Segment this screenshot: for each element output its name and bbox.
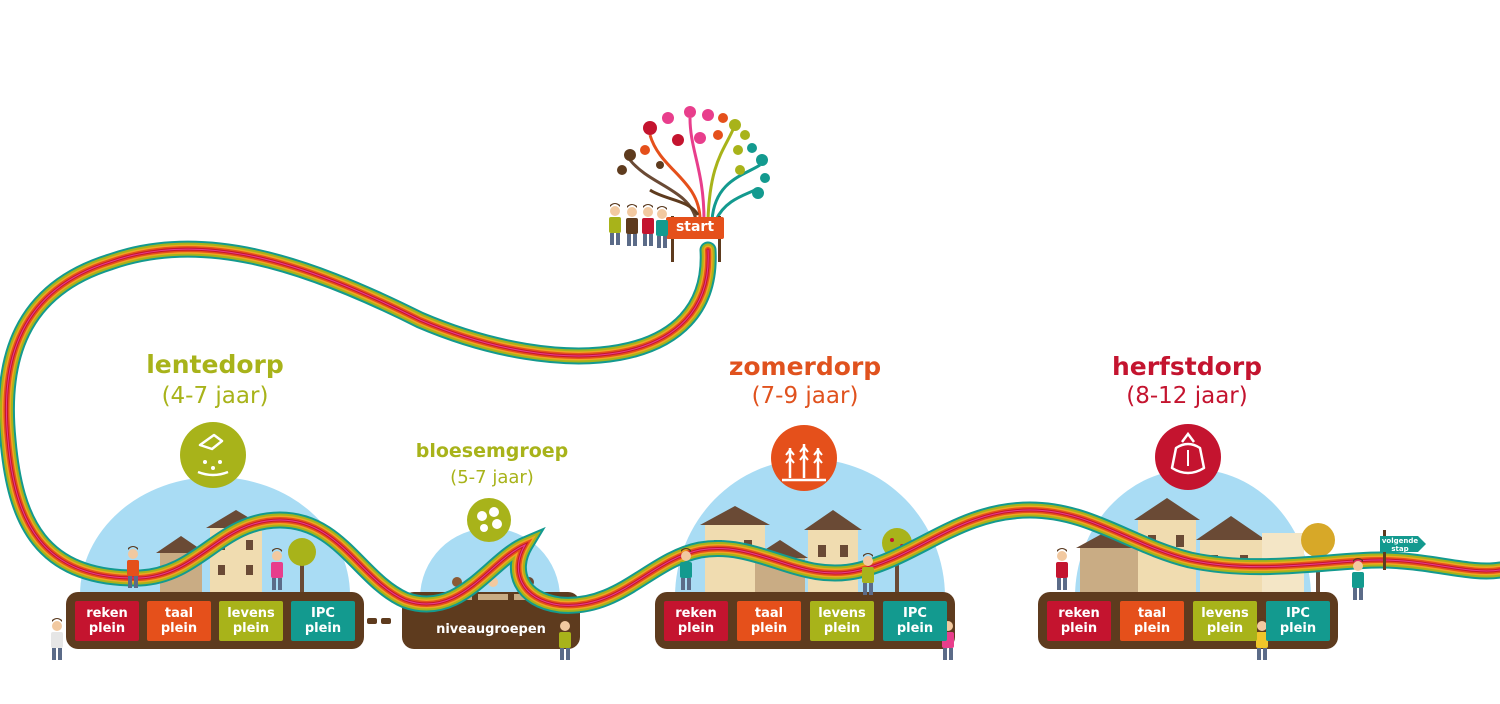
start-tree: [628, 117, 761, 221]
lentedorp-title: lentedorp: [146, 350, 284, 379]
lentedorp-base: [66, 592, 364, 649]
bloesemgroep-ages: (5-7 jaar): [450, 467, 534, 488]
blossom-icon: [467, 498, 511, 542]
start-label: start: [675, 219, 715, 235]
zomerdorp-base: [655, 592, 955, 649]
rainbow-road: [0, 240, 1500, 614]
niveaugroepen-label: niveaugroepen: [436, 622, 546, 637]
lentedorp-ages: (4-7 jaar): [161, 383, 269, 409]
lentedorp-houses: [156, 510, 316, 593]
wheat-icon: [771, 425, 837, 491]
next-step-sign: [1380, 530, 1426, 570]
herfstdorp-houses: [1076, 498, 1335, 595]
connector-dashes: [367, 618, 391, 624]
tree-dots: [617, 106, 770, 199]
zomerdorp-title: zomerdorp: [728, 352, 882, 381]
herfstdorp-ages: (8-12 jaar): [1126, 383, 1248, 409]
harvest-bag-icon: [1155, 424, 1221, 490]
zomerdorp-ages: (7-9 jaar): [751, 383, 859, 409]
seed-hand-icon: [180, 422, 246, 488]
family-at-start: [609, 203, 668, 248]
herfstdorp-title: herfstdorp: [1111, 352, 1263, 381]
bloesemgroep-title: bloesemgroep: [415, 440, 569, 462]
start-sign: [666, 216, 724, 262]
